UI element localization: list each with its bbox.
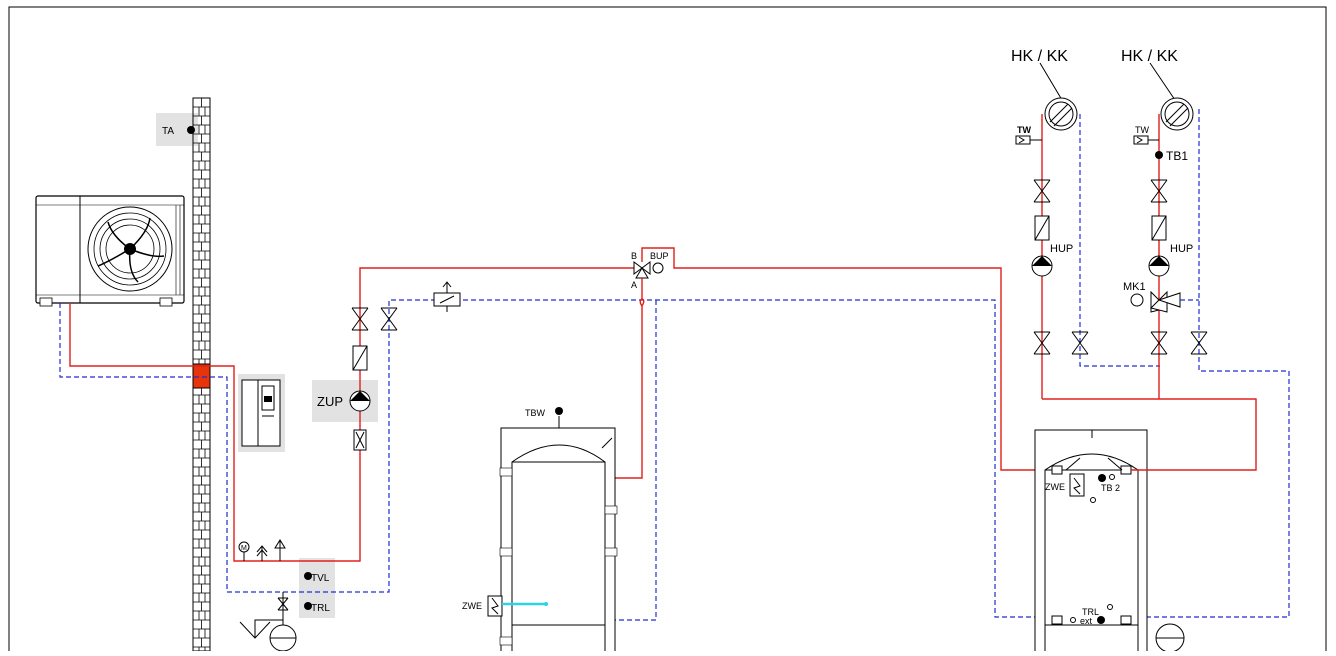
manometer-icon (238, 541, 250, 553)
tvl-sensor-icon (304, 572, 312, 580)
trl-label: TRL (311, 603, 330, 614)
safety-group: M (238, 539, 286, 561)
ta-sensor-icon (187, 126, 195, 134)
heating-circuit-1: HK / KK TW HUP (1011, 48, 1160, 399)
hup-right-label: HUP (1170, 243, 1193, 255)
tw-sensor-icon (1133, 135, 1149, 145)
trl-sensor-icon (304, 602, 312, 610)
heating-flow-line (641, 247, 1048, 471)
ta-label: TA (162, 126, 174, 137)
wall-penetration (192, 363, 211, 389)
radiator-icon (1044, 97, 1078, 131)
zup-branch: ZUP (317, 267, 636, 451)
return-shutoff-valve-icon (380, 307, 398, 331)
tbw-sensor-icon (555, 407, 563, 415)
building-wall (192, 97, 211, 652)
air-vent-icon (256, 545, 268, 561)
tw-sensor-icon (1015, 135, 1031, 145)
tbw-label: TBW (525, 408, 546, 418)
tb2-sensor-icon (1098, 474, 1106, 482)
dhw-flow-line (613, 298, 645, 479)
hup-left-label: HUP (1050, 243, 1073, 255)
valve-port-b: B (631, 251, 637, 261)
hk-left-label: HK / KK (1011, 48, 1068, 65)
heating-circuit-2: HK / KK TW TB1 HUP MK1 (1121, 48, 1208, 399)
trl-ext-sensor-icon (1097, 616, 1105, 624)
outdoor-heat-pump (35, 195, 185, 307)
zwe-right-label: ZWE (1045, 482, 1065, 492)
indoor-controller-icon (241, 379, 281, 447)
valve-actuator-icon (652, 262, 664, 274)
zup-label: ZUP (317, 394, 343, 409)
tb2-label: TB 2 (1101, 483, 1120, 493)
mixer-actuator-icon (1130, 293, 1144, 307)
dhw-return-line (613, 300, 657, 621)
three-way-valve-bup: B BUP A (631, 251, 669, 290)
radiator-icon (1160, 97, 1194, 131)
tw-right-label: TW (1135, 125, 1149, 135)
tw-left-label: TW (1017, 125, 1031, 135)
zwe-left-label: ZWE (462, 601, 482, 611)
buffer-tank: ZWE TB 2 TRL ext (1034, 429, 1148, 656)
hp-return-line (59, 108, 1290, 618)
fan-icon (87, 206, 173, 292)
expansion-vessel (239, 592, 297, 652)
tb1-sensor-icon (1155, 151, 1163, 159)
safety-valve-icon (274, 539, 286, 561)
tb1-label: TB1 (1166, 149, 1188, 163)
shutoff-valve-icon (351, 307, 369, 331)
hp-flow-line (69, 303, 361, 562)
svg-text:M: M (241, 545, 247, 552)
valve-port-a: A (631, 280, 637, 290)
drawing-frame (8, 6, 1327, 656)
bup-label: BUP (650, 251, 669, 261)
mk1-label: MK1 (1123, 281, 1146, 293)
tvl-label: TVL (311, 573, 330, 584)
overflow-valve-icon (433, 281, 461, 312)
buffer-flow-out (1042, 398, 1257, 471)
dhw-tank: TBW ZWE (462, 407, 618, 656)
trl-ext-label-2: ext (1080, 616, 1093, 626)
electric-heater-icon (487, 595, 503, 617)
buffer-heater-icon (1069, 473, 1085, 497)
trl-ext-label-1: TRL (1082, 607, 1099, 617)
hk-right-label: HK / KK (1121, 48, 1178, 65)
